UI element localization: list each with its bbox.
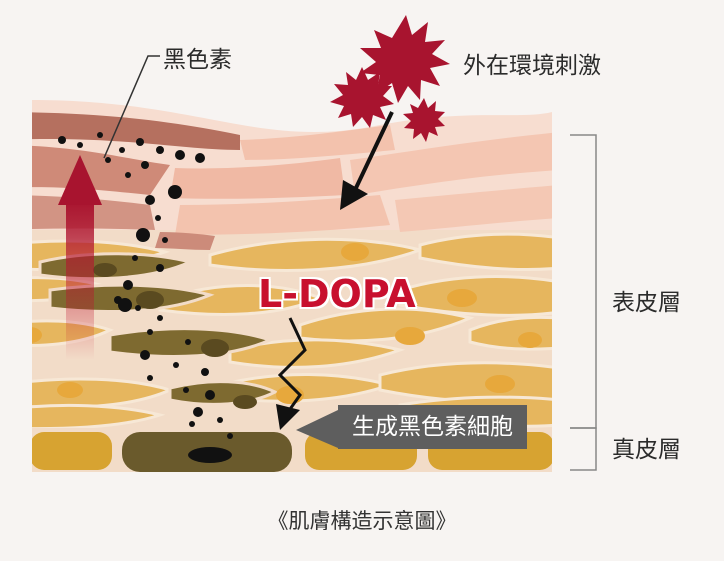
dermis-label: 真皮層 (612, 437, 681, 463)
stratum-corneum (32, 112, 552, 250)
stimulus-arrow (340, 111, 394, 210)
diagram-caption: 《肌膚構造示意圖》 (267, 509, 457, 533)
burst-medium-icon (330, 67, 394, 128)
ldopa-signal-arrow (276, 317, 307, 430)
keratinocytes (32, 232, 552, 431)
burst-small-icon (403, 98, 445, 142)
melanocyte-label: 生成黑色素細胞 (338, 405, 527, 449)
external-stimuli-label: 外在環境刺激 (463, 53, 601, 79)
dark-nuclei (93, 263, 257, 409)
melanin-pointer-line (103, 55, 160, 159)
dermis-bracket (570, 427, 597, 471)
melanin-granules (58, 132, 233, 439)
burst-large-icon (360, 15, 450, 103)
melanocyte-label-pointer (296, 410, 338, 448)
epidermis-bracket (570, 134, 597, 429)
skin-block (32, 100, 552, 472)
melanocyte-nucleus (188, 447, 232, 463)
ldopa-label: L-DOPA (258, 272, 416, 316)
layer-brackets (570, 134, 597, 471)
melanin-label: 黑色素 (163, 47, 232, 73)
upward-migration-arrow (58, 155, 102, 360)
epidermis-label: 表皮層 (612, 290, 681, 316)
cell-nuclei (32, 243, 542, 404)
stimulus-bursts (330, 15, 450, 142)
